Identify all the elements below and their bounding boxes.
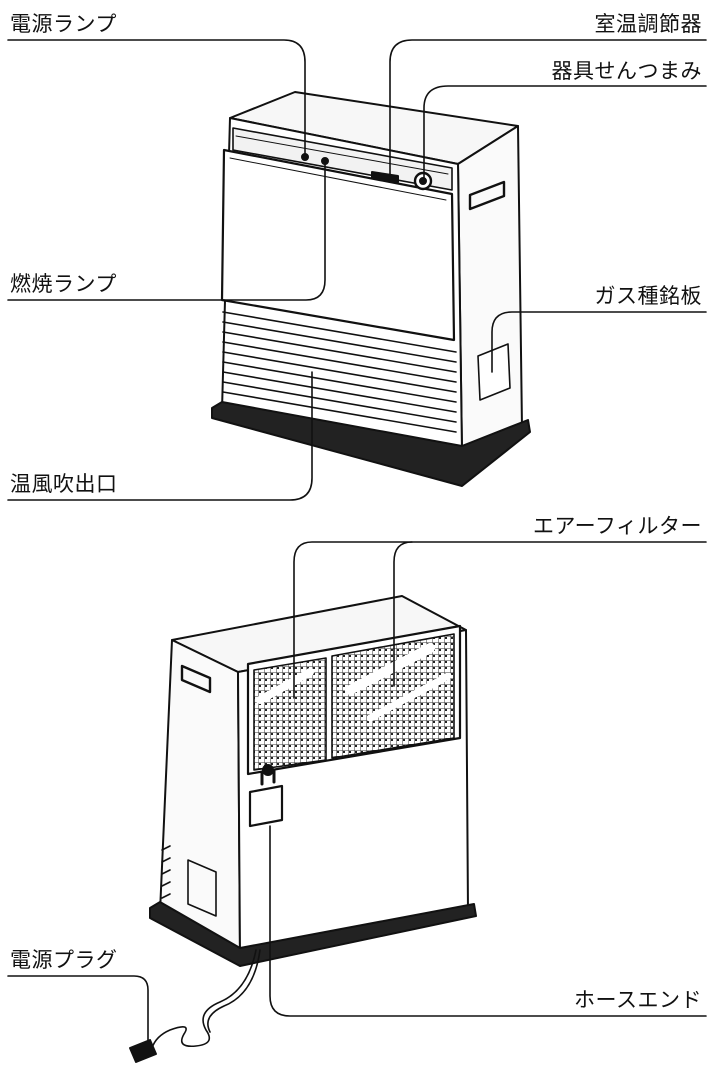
leader-combustion-lamp bbox=[7, 162, 326, 301]
air-filter-left bbox=[253, 657, 327, 771]
control-panel bbox=[232, 127, 453, 191]
leader-air-filter-left bbox=[293, 541, 413, 699]
back-heater-base bbox=[149, 901, 477, 967]
back-heater bbox=[149, 595, 477, 967]
leader-valve-knob bbox=[423, 85, 707, 179]
hose-end-bracket bbox=[248, 784, 284, 828]
label-warm-air-outlet: 温風吹出口 bbox=[10, 472, 118, 496]
leader-room-temp bbox=[389, 39, 707, 177]
label-power-plug: 電源プラグ bbox=[10, 948, 118, 972]
label-air-filter: エアーフィルター bbox=[532, 514, 702, 538]
front-heater-side bbox=[457, 125, 523, 453]
gas-type-plate bbox=[477, 343, 511, 401]
side-handle-back bbox=[180, 664, 212, 694]
leader-power-plug bbox=[7, 975, 149, 1041]
label-gas-type-plate: ガス種銘板 bbox=[594, 284, 702, 308]
label-hose-end: ホースエンド bbox=[574, 988, 702, 1012]
power-plug bbox=[129, 1039, 157, 1063]
side-plate bbox=[187, 859, 217, 917]
label-combustion-lamp: 燃焼ランプ bbox=[10, 272, 117, 296]
front-leader-lines bbox=[7, 39, 707, 501]
front-heater bbox=[211, 91, 531, 487]
side-handle-front bbox=[468, 180, 506, 211]
label-power-lamp: 電源ランプ bbox=[10, 12, 117, 36]
power-cord bbox=[151, 949, 261, 1049]
air-filter-right bbox=[331, 633, 455, 759]
label-room-temp-control: 室温調節器 bbox=[594, 12, 702, 36]
leader-power-lamp bbox=[7, 39, 306, 156]
warm-air-louvres bbox=[222, 311, 457, 433]
front-heater-base bbox=[211, 401, 531, 487]
leader-gas-plate bbox=[491, 311, 707, 373]
leader-hose-end bbox=[269, 825, 707, 1017]
leader-warm-air bbox=[7, 371, 313, 501]
side-vents bbox=[161, 845, 171, 899]
back-leader-lines bbox=[7, 541, 707, 1041]
label-valve-knob: 器具せんつまみ bbox=[551, 59, 702, 83]
